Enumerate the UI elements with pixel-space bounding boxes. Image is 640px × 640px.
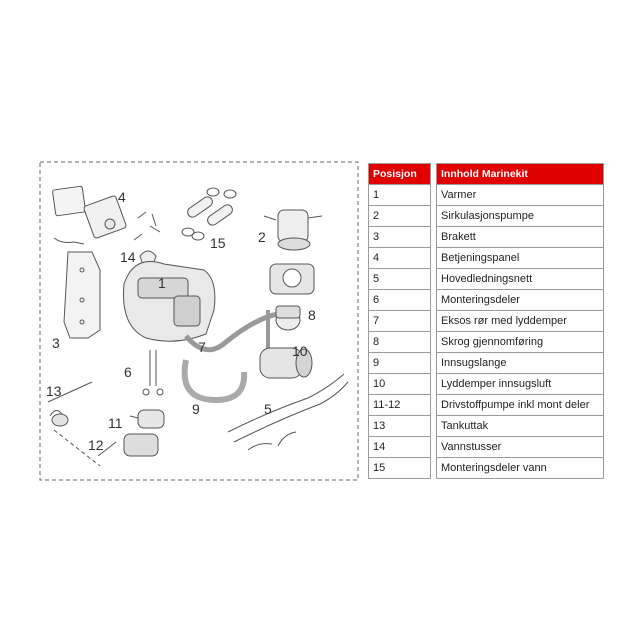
callout-5: 5 <box>264 401 272 417</box>
diagram-drawing <box>39 161 359 481</box>
callout-14: 14 <box>120 249 136 265</box>
callout-6: 6 <box>124 364 132 380</box>
heater-drawing <box>122 261 216 342</box>
intake-hose-drawing <box>181 359 248 404</box>
intake-silencer-drawing <box>259 347 313 379</box>
position-cell: 5 <box>368 268 431 290</box>
exhaust-drawing <box>184 310 279 353</box>
position-cell: 4 <box>368 247 431 269</box>
position-cell: 14 <box>368 436 431 458</box>
content-cell: Hovedledningsnett <box>436 268 604 290</box>
hull-feedthrough-drawing <box>275 305 301 331</box>
content-cell: Monteringsdeler vann <box>436 457 604 479</box>
content-cell: Vannstusser <box>436 436 604 458</box>
position-cell: 6 <box>368 289 431 311</box>
callout-1: 1 <box>158 275 166 291</box>
content-cell: Eksos rør med lyddemper <box>436 310 604 332</box>
callout-8: 8 <box>308 307 316 323</box>
tank-outlet-drawing <box>47 381 101 467</box>
content-cell: Brakett <box>436 226 604 248</box>
parts-diagram: 1 2 3 4 5 6 7 8 9 10 11 12 13 14 15 <box>38 160 360 482</box>
position-cell: 13 <box>368 415 431 437</box>
callout-7: 7 <box>198 339 206 355</box>
content-cell: Sirkulasjonspumpe <box>436 205 604 227</box>
position-cell: 3 <box>368 226 431 248</box>
position-cell: 2 <box>368 205 431 227</box>
content-cell: Lyddemper innsugsluft <box>436 373 604 395</box>
fuel-pump-drawing <box>129 409 165 429</box>
position-cell: 10 <box>368 373 431 395</box>
content-cell: Drivstoffpumpe inkl mont deler <box>436 394 604 416</box>
position-cell: 8 <box>368 331 431 353</box>
content-cell: Innsugslange <box>436 352 604 374</box>
position-cell: 7 <box>368 310 431 332</box>
table-header-row: Posisjon Innhold Marinekit <box>368 163 604 185</box>
callout-3: 3 <box>52 335 60 351</box>
header-content: Innhold Marinekit <box>436 163 604 185</box>
callout-2: 2 <box>258 229 266 245</box>
callout-13: 13 <box>46 383 62 399</box>
callout-10: 10 <box>292 343 308 359</box>
position-cell: 1 <box>368 184 431 206</box>
callout-4: 4 <box>118 189 126 205</box>
content-cell: Monteringsdeler <box>436 289 604 311</box>
pump-bracket-drawing <box>269 263 315 295</box>
callout-15: 15 <box>210 235 226 251</box>
callout-12: 12 <box>88 437 104 453</box>
bracket-drawing <box>63 251 101 339</box>
content-cell: Tankuttak <box>436 415 604 437</box>
control-panel-drawing <box>52 185 127 245</box>
wiring-harness-drawing <box>227 373 349 451</box>
mounting-parts-drawing <box>142 350 164 396</box>
fuel-pump-mount-drawing <box>97 433 159 457</box>
content-cell: Betjeningspanel <box>436 247 604 269</box>
position-cell: 11-12 <box>368 394 431 416</box>
content-cell: Varmer <box>436 184 604 206</box>
content-cell: Skrog gjennomføring <box>436 331 604 353</box>
position-cell: 15 <box>368 457 431 479</box>
callout-11: 11 <box>108 415 123 431</box>
callout-9: 9 <box>192 401 200 417</box>
header-position: Posisjon <box>368 163 431 185</box>
diagram-border <box>39 161 359 481</box>
circulation-pump-drawing <box>263 209 323 251</box>
water-fittings-drawing <box>133 187 237 241</box>
position-cell: 9 <box>368 352 431 374</box>
